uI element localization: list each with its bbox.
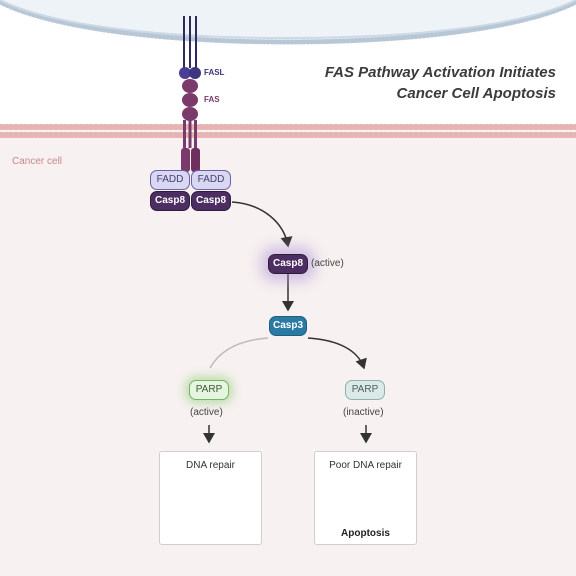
fadd-right: FADD xyxy=(191,170,231,190)
poor-dna-repair-box: Poor DNA repair Apoptosis xyxy=(314,451,417,545)
cancer-cell-cytoplasm xyxy=(0,128,576,576)
title-line-2: Cancer Cell Apoptosis xyxy=(396,85,556,102)
parp-active: PARP xyxy=(189,380,229,400)
parp-inactive-state: (inactive) xyxy=(343,407,384,418)
arrow-complex-to-active xyxy=(231,201,293,248)
upper-cell xyxy=(0,0,576,40)
arrow-casp3-to-parp-inactive xyxy=(307,337,367,370)
casp8-active: Casp8 xyxy=(268,254,308,274)
cancer-cell-label: Cancer cell xyxy=(12,156,63,167)
fasl-label: FASL xyxy=(204,68,225,77)
dna-repair-title: DNA repair xyxy=(186,460,235,471)
apoptosis-caption: Apoptosis xyxy=(341,528,390,539)
upper-cell-membrane xyxy=(0,0,576,45)
title-line-1: FAS Pathway Activation Initiates xyxy=(324,64,556,81)
poor-dna-repair-title: Poor DNA repair xyxy=(329,460,402,471)
diagram-title: FAS Pathway Activation Initiates Cancer … xyxy=(325,62,556,104)
dna-repair-box: DNA repair xyxy=(159,451,262,545)
casp3: Casp3 xyxy=(269,316,307,336)
arrow-casp3-to-parp-active xyxy=(209,337,269,369)
casp8-active-state: (active) xyxy=(311,258,344,269)
fas-label: FAS xyxy=(204,95,220,104)
fasl-ligand xyxy=(179,67,191,79)
parp-inactive: PARP xyxy=(345,380,385,400)
casp8-left: Casp8 xyxy=(150,191,190,211)
fadd-left: FADD xyxy=(150,170,190,190)
casp8-right: Casp8 xyxy=(191,191,231,211)
fas-receptor xyxy=(181,79,200,172)
parp-active-state: (active) xyxy=(190,407,223,418)
